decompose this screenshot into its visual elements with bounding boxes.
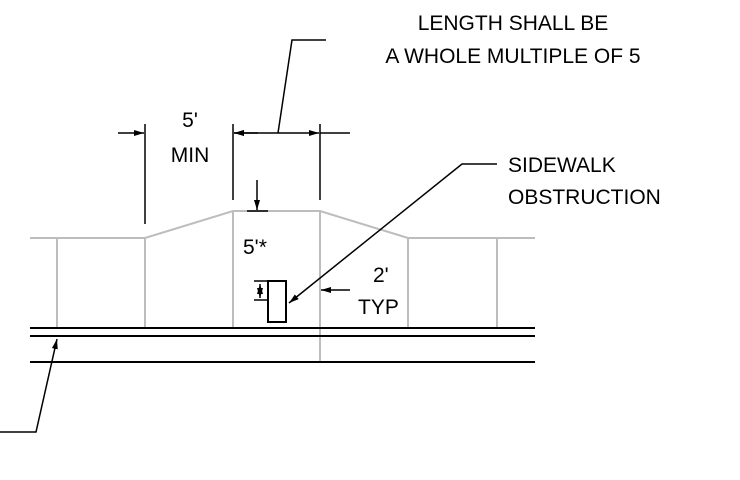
labels: LENGTH SHALL BE A WHOLE MULTIPLE OF 5 5'… xyxy=(171,12,661,319)
sidewalk-obstruction-line-2: OBSTRUCTION xyxy=(508,186,661,209)
min-value: 5' xyxy=(182,109,198,132)
left-leader xyxy=(0,338,58,433)
obstruction-box xyxy=(267,280,287,323)
sidewalk-obstruction-line-1: SIDEWALK xyxy=(508,154,616,177)
min-word: MIN xyxy=(171,144,210,167)
sidewalk-outline xyxy=(30,210,535,362)
offset-word: TYP xyxy=(358,296,399,319)
length-note-line-2: A WHOLE MULTIPLE OF 5 xyxy=(385,45,640,68)
sidewalk-back-edge xyxy=(30,210,535,239)
curb-lines xyxy=(30,327,535,363)
dimension-lines xyxy=(0,39,497,433)
length-note-line-1: LENGTH SHALL BE xyxy=(418,12,609,35)
depth-label: 5'* xyxy=(243,236,267,259)
offset-value: 2' xyxy=(373,264,389,287)
obstruction-leader xyxy=(288,163,497,304)
length-leader xyxy=(277,39,326,134)
